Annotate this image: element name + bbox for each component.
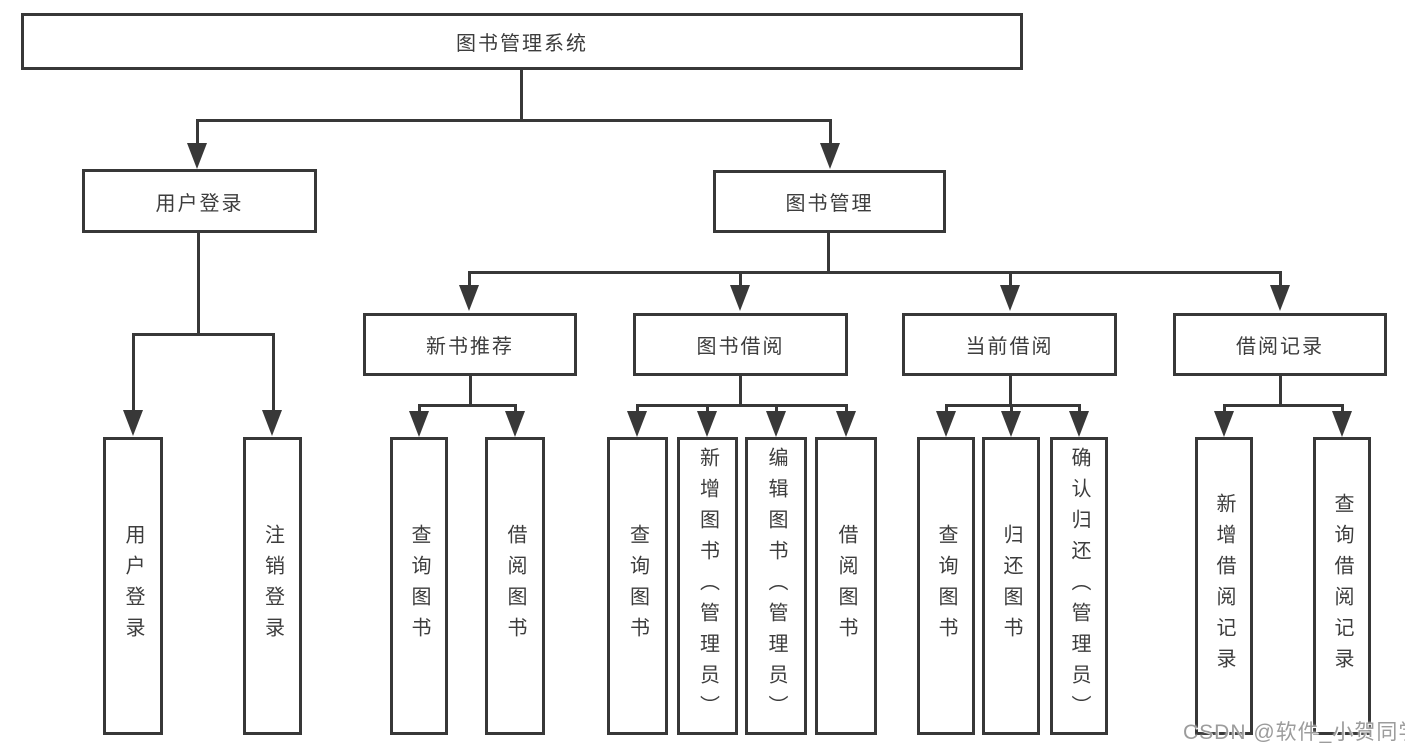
leaf-logout: 注销登录: [243, 437, 302, 735]
leaf-borrow-edit-books-admin: 编辑图书（管理员）: [745, 437, 807, 735]
connector-line: [1341, 404, 1344, 412]
connector-line: [132, 333, 135, 410]
connector-line: [197, 232, 200, 336]
connector-line: [739, 376, 742, 406]
connector-line: [1009, 376, 1012, 406]
arrow-down-icon: [505, 411, 525, 437]
connector-line: [945, 404, 948, 412]
leaf-records-add-record: 新增借阅记录: [1195, 437, 1253, 735]
watermark: CSDN @软件_小贺同学: [1183, 721, 1405, 744]
leaf-records-query-record: 查询借阅记录: [1313, 437, 1371, 735]
connector-line: [468, 271, 471, 286]
connector-line: [845, 404, 848, 412]
leaf-current-confirm-return-admin: 确认归还（管理员）: [1050, 437, 1108, 735]
arrow-down-icon: [836, 411, 856, 437]
arrow-down-icon: [820, 143, 840, 169]
leaf-current-query-books: 查询图书: [917, 437, 975, 735]
arrow-down-icon: [1069, 411, 1089, 437]
arrow-down-icon: [262, 410, 282, 436]
connector-line: [514, 404, 517, 412]
connector-line: [1223, 404, 1226, 412]
connector-line: [829, 119, 832, 143]
arrow-down-icon: [766, 411, 786, 437]
leaf-borrow-borrow-books: 借阅图书: [815, 437, 877, 735]
connector-line: [132, 333, 275, 336]
connector-line: [706, 404, 709, 412]
arrow-down-icon: [1214, 411, 1234, 437]
arrow-down-icon: [697, 411, 717, 437]
node-user-login: 用户登录: [82, 169, 317, 233]
leaf-borrow-add-books-admin: 新增图书（管理员）: [677, 437, 738, 735]
connector-line: [520, 69, 523, 120]
connector-line: [1279, 376, 1282, 406]
leaf-borrow-query-books: 查询图书: [607, 437, 668, 735]
connector-line: [739, 271, 742, 286]
connector-line: [418, 404, 517, 407]
arrow-down-icon: [627, 411, 647, 437]
leaf-newbook-query-books: 查询图书: [390, 437, 448, 735]
node-root: 图书管理系统: [21, 13, 1023, 70]
node-new-book-recommend: 新书推荐: [363, 313, 577, 376]
node-book-borrow: 图书借阅: [633, 313, 848, 376]
connector-line: [1279, 271, 1282, 286]
connector-line: [468, 271, 1282, 274]
arrow-down-icon: [1000, 285, 1020, 311]
node-current-borrow: 当前借阅: [902, 313, 1117, 376]
arrow-down-icon: [1332, 411, 1352, 437]
node-book-management: 图书管理: [713, 170, 946, 233]
arrow-down-icon: [1001, 411, 1021, 437]
arrow-down-icon: [730, 285, 750, 311]
connector-line: [1009, 271, 1012, 286]
connector-line: [1223, 404, 1344, 407]
arrow-down-icon: [187, 143, 207, 169]
leaf-user-login: 用户登录: [103, 437, 163, 735]
connector-line: [418, 404, 421, 412]
arrow-down-icon: [123, 410, 143, 436]
leaf-current-return-books: 归还图书: [982, 437, 1040, 735]
connector-line: [196, 119, 199, 143]
connector-line: [775, 404, 778, 412]
arrow-down-icon: [936, 411, 956, 437]
connector-line: [272, 333, 275, 410]
arrow-down-icon: [459, 285, 479, 311]
connector-line: [636, 404, 847, 407]
connector-line: [1078, 404, 1081, 412]
connector-line: [469, 376, 472, 406]
connector-line: [636, 404, 639, 412]
node-borrow-records: 借阅记录: [1173, 313, 1387, 376]
connector-line: [196, 119, 832, 122]
leaf-newbook-borrow-books: 借阅图书: [485, 437, 545, 735]
arrow-down-icon: [409, 411, 429, 437]
arrow-down-icon: [1270, 285, 1290, 311]
connector-line: [827, 233, 830, 274]
connector-line: [1010, 404, 1013, 412]
